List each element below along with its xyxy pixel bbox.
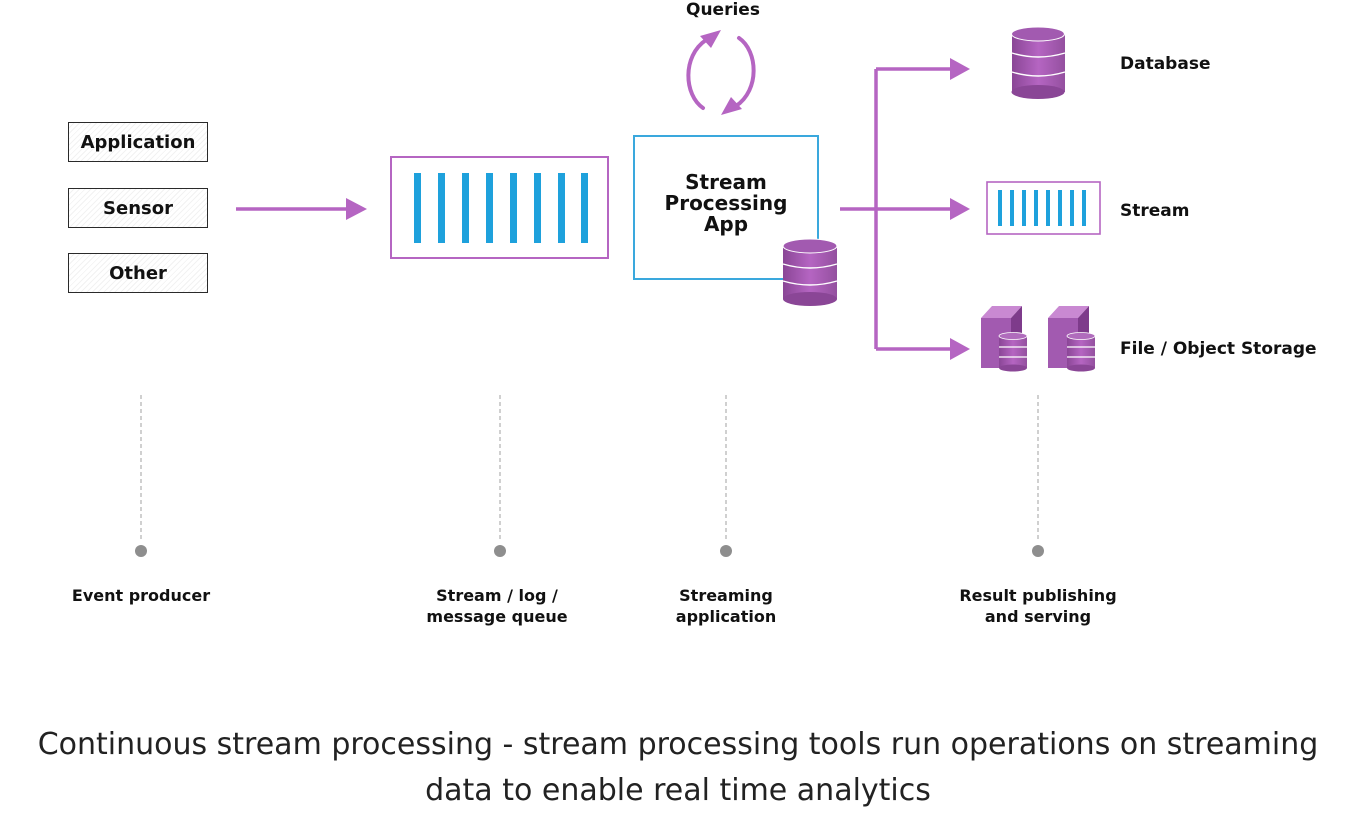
arrow-producer-to-queue — [236, 198, 367, 220]
arrow-to-database — [950, 58, 970, 80]
stage-label-message-queue: Stream / log / message queue — [426, 586, 568, 626]
stage-label-result-publishing: Result publishing and serving — [959, 586, 1117, 626]
stage-label-streaming-application: Streaming application — [675, 586, 777, 626]
queries-label: Queries — [686, 0, 760, 20]
producer-application: Application — [68, 122, 208, 162]
stage-connectors — [140, 395, 1039, 540]
queue-bars — [414, 173, 588, 243]
output-label-stream: Stream — [1120, 201, 1190, 221]
arrow-to-file-storage — [950, 338, 970, 360]
stream-icon — [986, 181, 1101, 235]
stage-dot-message-queue — [494, 545, 506, 557]
output-label-database: Database — [1120, 54, 1211, 74]
processing-app-title: Stream Processing App — [664, 170, 788, 236]
producer-label: Sensor — [103, 197, 173, 219]
arrow-to-stream — [950, 198, 970, 220]
database-icon — [1011, 26, 1066, 99]
file-storage-icon — [981, 306, 1096, 372]
queries-arrowhead-bottom — [721, 97, 742, 115]
storage-unit-left — [981, 306, 1028, 372]
producer-label: Other — [109, 262, 167, 284]
diagram-caption: Continuous stream processing - stream pr… — [37, 727, 1319, 808]
message-queue-box — [390, 156, 609, 259]
stage-dot-result-publishing — [1032, 545, 1044, 557]
storage-unit-right — [1048, 306, 1096, 372]
app-database-icon — [782, 238, 838, 306]
queries-cycle-icon — [686, 36, 756, 110]
queries-arrowhead-top — [700, 30, 721, 48]
output-branch-arrows — [840, 67, 952, 351]
stage-dot-event-producer — [135, 545, 147, 557]
producer-label: Application — [80, 131, 196, 153]
stage-dots — [135, 545, 1044, 557]
producer-other: Other — [68, 253, 208, 293]
stage-dot-streaming-application — [720, 545, 732, 557]
output-label-file-storage: File / Object Storage — [1120, 339, 1317, 359]
stage-label-event-producer: Event producer — [71, 586, 211, 605]
producer-sensor: Sensor — [68, 188, 208, 228]
